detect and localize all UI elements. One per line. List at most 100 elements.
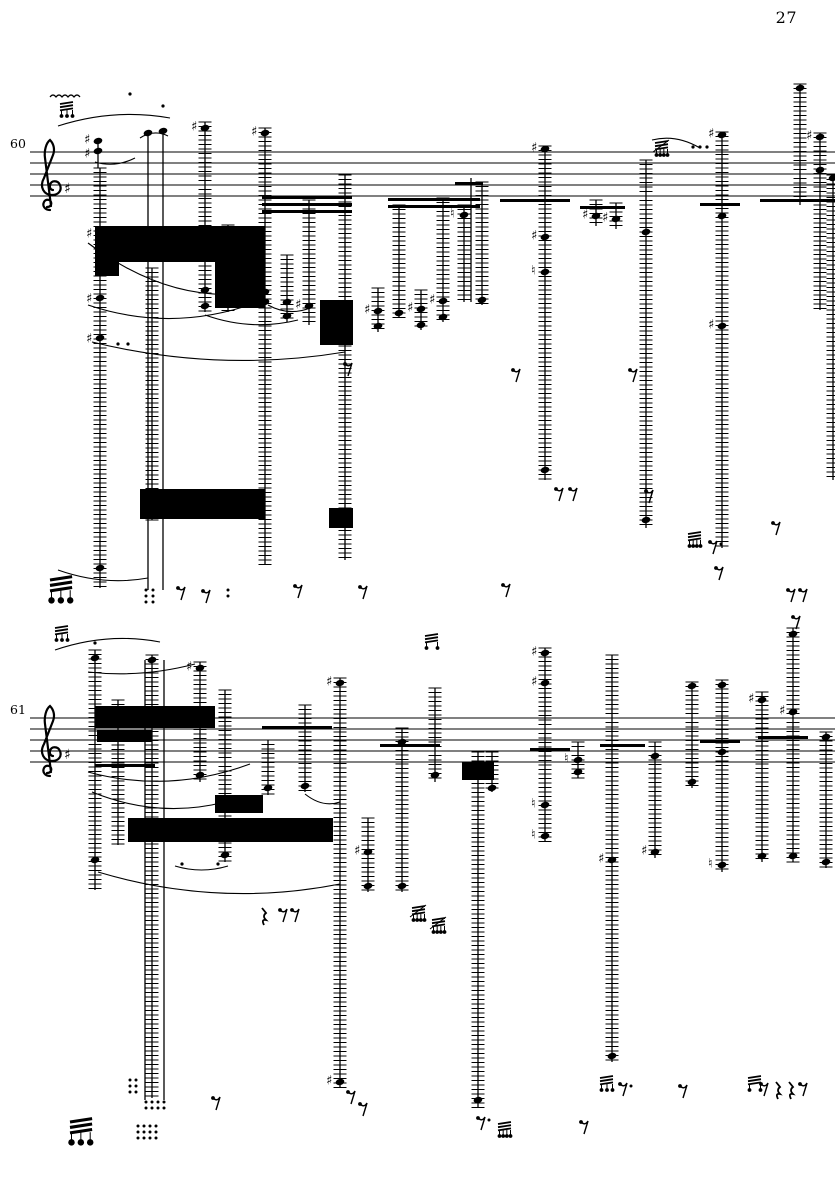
rest-eighth — [211, 1096, 221, 1111]
accidental: ♮ — [450, 207, 455, 222]
rest-quarter — [261, 907, 269, 926]
grace-note-cluster — [497, 1121, 513, 1138]
beam-block — [140, 489, 265, 519]
note-column — [218, 689, 232, 862]
notehead — [757, 696, 767, 704]
notehead — [540, 679, 550, 687]
dot — [216, 862, 220, 866]
notehead — [540, 649, 550, 657]
slur — [304, 793, 341, 805]
note-column: ♯ — [354, 817, 375, 892]
note-column: ♯♯♯ — [86, 167, 107, 588]
note-column: ♯ — [641, 741, 662, 859]
notehead — [788, 708, 798, 716]
rest-eighth — [798, 588, 808, 603]
accidental: ♯ — [779, 704, 785, 719]
note-column — [221, 224, 235, 312]
note-column: ♯♯♮♮ — [531, 645, 552, 843]
slur — [139, 132, 169, 139]
accidental: ♯ — [531, 645, 537, 660]
notehead — [717, 681, 727, 689]
accidental: ♯ — [86, 332, 92, 347]
grace-note-cluster — [747, 1075, 763, 1092]
grace-note-cluster — [424, 633, 440, 650]
notehead — [795, 84, 805, 92]
notehead — [340, 516, 350, 524]
grace-note-cluster — [68, 1117, 94, 1146]
accidental: ♯ — [186, 660, 192, 675]
notehead — [200, 302, 210, 310]
slur — [57, 113, 171, 127]
slur — [94, 157, 136, 165]
accidental: ♯ — [531, 229, 537, 244]
slur — [174, 865, 229, 871]
note-column: ♯♯ — [708, 127, 729, 548]
notehead — [591, 212, 601, 220]
dot — [180, 862, 184, 866]
beam-block — [215, 795, 263, 813]
beam-block — [388, 205, 480, 208]
beam-block — [262, 196, 352, 199]
note-column — [88, 649, 102, 890]
accidental: ♯ — [602, 211, 608, 226]
note-column: ♯ — [429, 197, 450, 322]
accidental: ♯ — [806, 129, 812, 144]
rest-eighth — [618, 1082, 633, 1097]
notehead — [821, 858, 831, 866]
notehead — [263, 784, 273, 792]
accidental: ♯ — [191, 120, 197, 135]
notehead — [717, 212, 727, 220]
page-number: 27 — [775, 8, 797, 27]
beam-block — [95, 764, 155, 767]
system: ♯♯♯♯♯♯♯♮♮♮♯♯♮♯♯ — [30, 625, 835, 1146]
beam-block — [580, 206, 625, 209]
accidental: ♯ — [364, 303, 370, 318]
slur — [87, 242, 256, 295]
notehead — [717, 748, 727, 756]
rest-eighth — [714, 566, 724, 581]
notehead — [220, 851, 230, 859]
notehead — [335, 1078, 345, 1086]
dot — [126, 342, 130, 346]
accidental: ♮ — [708, 857, 713, 872]
note-column — [395, 727, 409, 892]
slur — [87, 763, 251, 782]
rest-eighth — [786, 588, 796, 603]
notehead — [828, 174, 835, 182]
accidental: ♯ — [748, 692, 754, 707]
accidental: ♯ — [641, 844, 647, 859]
rest-eighth — [511, 368, 521, 383]
beam-block — [758, 736, 808, 739]
measure-number-60: 60 — [10, 136, 26, 151]
notehead — [687, 778, 697, 786]
beam-block — [320, 300, 353, 345]
dot — [691, 145, 695, 149]
grace-note-cluster — [687, 531, 703, 548]
rest-eighth — [358, 585, 368, 600]
notehead — [95, 229, 105, 237]
note-column: ♯ — [186, 660, 207, 782]
notehead — [282, 298, 292, 306]
notehead — [473, 764, 483, 772]
dot — [116, 342, 120, 346]
rest-quarter — [775, 1081, 783, 1100]
dots — [93, 641, 220, 866]
note-column: ♯ — [364, 287, 385, 332]
staff-lines — [30, 151, 835, 197]
beam-block — [500, 199, 570, 202]
notehead — [717, 861, 727, 869]
grace-note-cluster — [48, 575, 74, 604]
rest-eighth — [476, 1116, 491, 1131]
note-column: ♯ — [748, 691, 769, 862]
notehead — [95, 294, 105, 302]
accidental: ♯ — [354, 844, 360, 859]
accidental: ♯ — [708, 318, 714, 333]
notehead — [95, 564, 105, 572]
beam-block — [600, 744, 645, 747]
slur — [87, 301, 259, 320]
rest-eighth — [358, 1102, 368, 1117]
note-column — [111, 699, 125, 845]
notehead — [147, 656, 157, 664]
accidental: ♯ — [598, 852, 604, 867]
grace-note-cluster — [599, 1075, 615, 1092]
